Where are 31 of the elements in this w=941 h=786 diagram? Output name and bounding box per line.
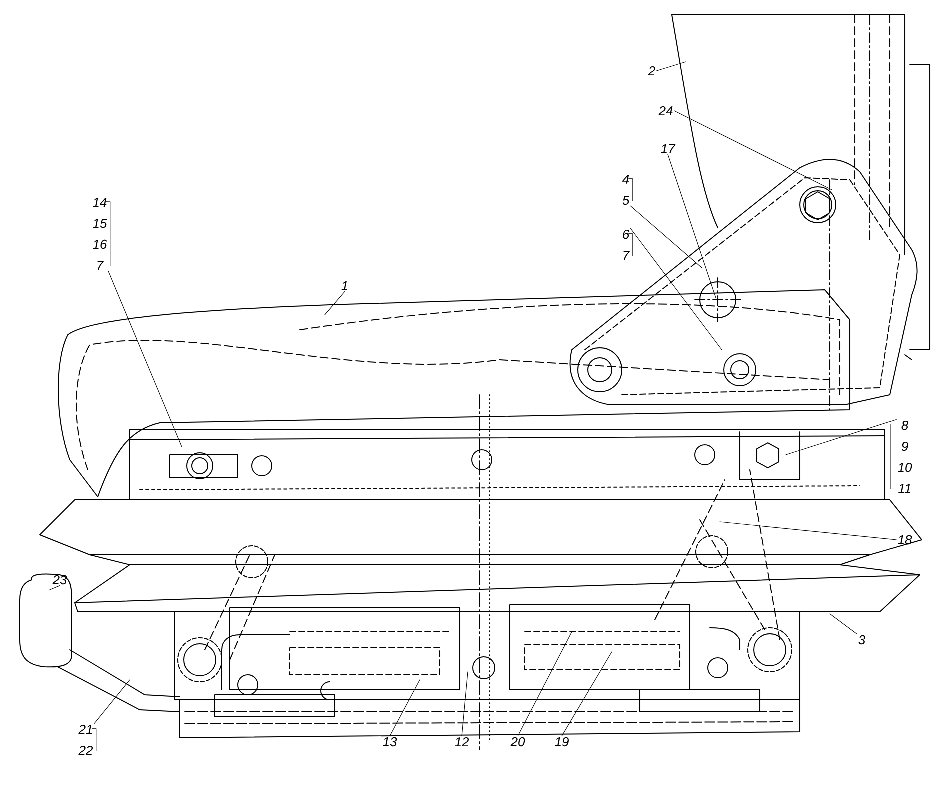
callout-number: 3	[858, 635, 866, 645]
leader-line	[462, 672, 468, 737]
callout-number: 13	[383, 737, 398, 747]
leader-line	[830, 614, 858, 634]
callout-number: 14 15 16 7	[93, 198, 108, 270]
callout-number: 4 5	[622, 174, 630, 206]
leader-line	[94, 680, 130, 724]
callout-number: 6 7	[623, 230, 630, 260]
leader-line	[108, 270, 182, 448]
callout-number: 20	[510, 737, 526, 747]
callout-number: 8 9 10 11	[898, 420, 912, 494]
leader-line	[518, 632, 572, 736]
callout-number: 2	[648, 66, 656, 76]
leader-line	[674, 110, 832, 190]
callout-number: 1	[342, 282, 348, 290]
leader-line	[630, 206, 702, 268]
leader-line	[324, 291, 346, 316]
callout-number: 19	[555, 737, 569, 747]
leader-line	[668, 154, 716, 298]
callout-number: 17	[661, 144, 676, 154]
leader-line	[630, 228, 722, 350]
callout-number: 23	[52, 575, 68, 585]
callout-number: 12	[455, 737, 470, 747]
leader-line	[786, 419, 897, 456]
callout-number: 21 22	[78, 724, 94, 756]
leader-line	[50, 586, 60, 590]
leader-line	[562, 652, 612, 736]
leader-line	[656, 62, 686, 72]
leader-line	[720, 522, 897, 540]
callout-number: 24	[658, 106, 673, 116]
leader-line	[390, 680, 420, 736]
